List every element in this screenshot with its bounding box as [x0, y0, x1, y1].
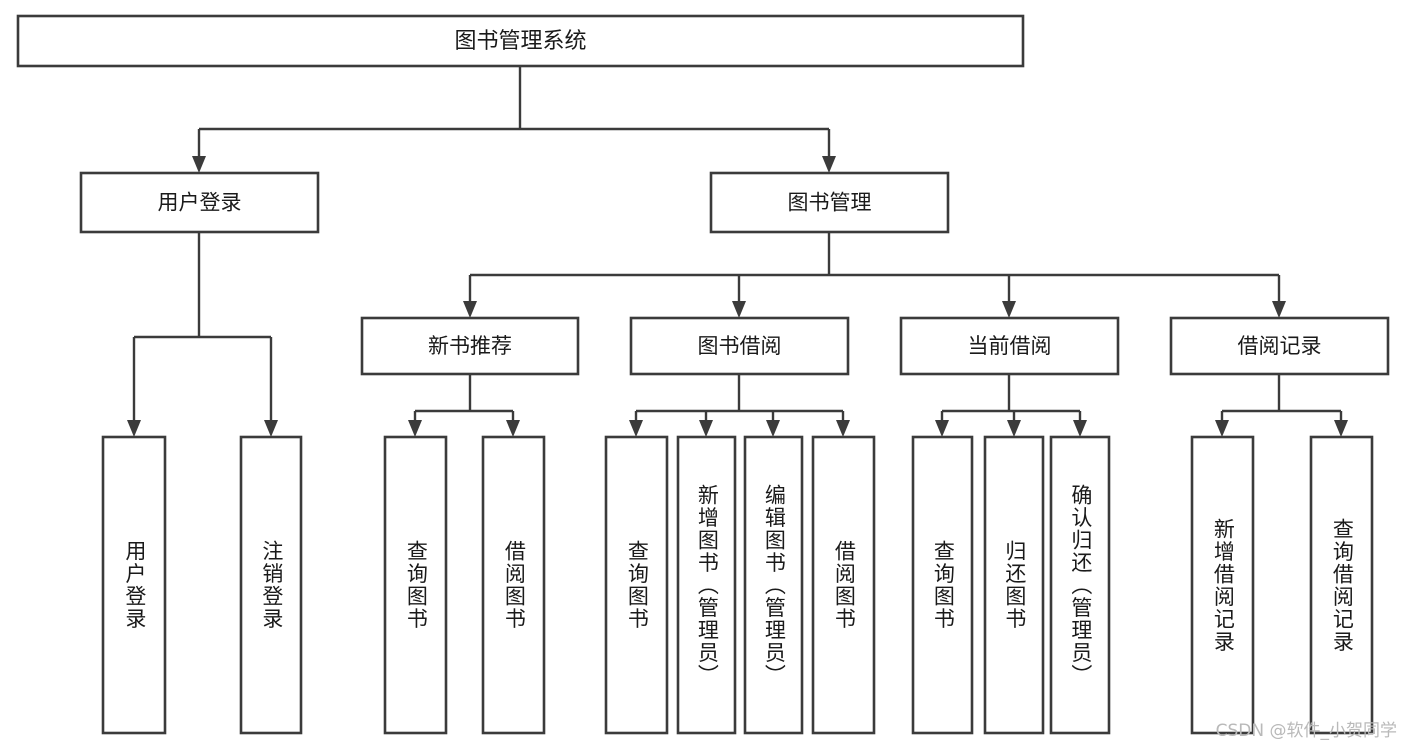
root-to-level2-arrow-icon-0	[192, 156, 206, 173]
level3-2-to-leaves-arrow-icon-1	[1007, 420, 1021, 437]
node-box-level3-3[interactable]	[1169, 316, 1390, 376]
node-box-level3-2[interactable]	[899, 316, 1120, 376]
level3-1-to-leaves-arrow-icon-0	[629, 420, 643, 437]
level3-1-to-leaves-arrow-icon-3	[836, 420, 850, 437]
login-to-leaves-arrow-icon-0	[127, 420, 141, 437]
level3-2-to-leaves-arrow-icon-0	[935, 420, 949, 437]
connectors-layer	[127, 66, 1348, 437]
login-to-leaves-arrow-icon-1	[264, 420, 278, 437]
node-box-leaf-9[interactable]	[983, 435, 1045, 735]
node-box-leaf-12[interactable]	[1309, 435, 1374, 735]
level3-3-to-leaves-arrow-icon-0	[1215, 420, 1229, 437]
node-label-level3-3: 借阅记录	[1238, 334, 1322, 358]
node-box-leaf-7[interactable]	[811, 435, 876, 735]
node-box-leaf-11[interactable]	[1190, 435, 1255, 735]
node-box-leaf-2[interactable]	[383, 435, 448, 735]
node-box-leaf-0[interactable]	[101, 435, 167, 735]
boxes-layer	[16, 14, 1390, 735]
node-label-level3-1: 图书借阅	[698, 334, 782, 358]
node-label-level2-0: 用户登录	[158, 191, 242, 215]
node-box-leaf-4[interactable]	[604, 435, 669, 735]
node-box-level2-0[interactable]	[79, 171, 320, 234]
csdn-watermark: CSDN @软件_小贺同学	[1215, 721, 1397, 741]
node-box-leaf-6[interactable]	[743, 435, 804, 735]
node-box-leaf-3[interactable]	[481, 435, 546, 735]
node-box-root[interactable]	[16, 14, 1025, 68]
level3-2-to-leaves-arrow-icon-2	[1073, 420, 1087, 437]
level3-3-to-leaves-arrow-icon-1	[1334, 420, 1348, 437]
level3-1-to-leaves-arrow-icon-2	[766, 420, 780, 437]
level3-1-to-leaves-arrow-icon-1	[699, 420, 713, 437]
books-to-level3-arrow-icon-1	[732, 301, 746, 318]
node-box-level2-1[interactable]	[709, 171, 950, 234]
node-box-leaf-8[interactable]	[911, 435, 974, 735]
node-box-level3-1[interactable]	[629, 316, 850, 376]
node-box-leaf-1[interactable]	[239, 435, 303, 735]
node-label-level3-2: 当前借阅	[968, 334, 1052, 358]
node-box-leaf-5[interactable]	[676, 435, 737, 735]
level3-0-to-leaves-arrow-icon-0	[408, 420, 422, 437]
node-box-level3-0[interactable]	[360, 316, 580, 376]
node-label-root: 图书管理系统	[454, 29, 586, 54]
books-to-level3-arrow-icon-0	[463, 301, 477, 318]
node-box-leaf-10[interactable]	[1049, 435, 1111, 735]
root-to-level2-arrow-icon-1	[822, 156, 836, 173]
node-label-level3-0: 新书推荐	[428, 334, 512, 358]
books-to-level3-arrow-icon-2	[1002, 301, 1016, 318]
level3-0-to-leaves-arrow-icon-1	[506, 420, 520, 437]
books-to-level3-arrow-icon-3	[1272, 301, 1286, 318]
node-label-level2-1: 图书管理	[788, 191, 872, 215]
